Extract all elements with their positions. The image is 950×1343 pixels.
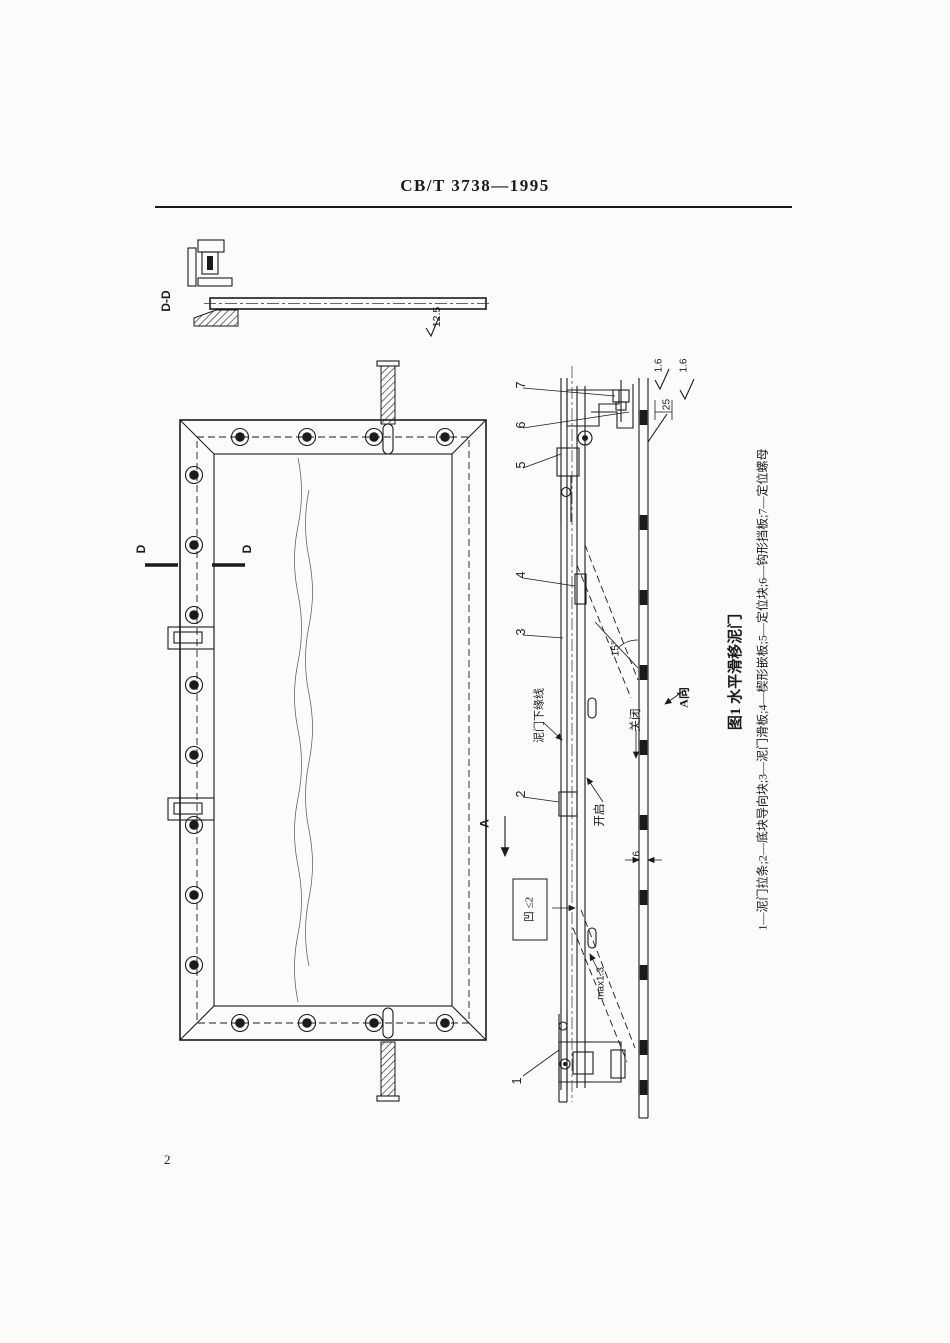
annotation-leaders <box>542 689 686 977</box>
view-a-direction-label: A向 <box>676 687 690 708</box>
callout-2: 2 <box>513 790 528 798</box>
hull-plate <box>638 378 668 1119</box>
surface-finish-mark-icon <box>425 316 440 338</box>
section-d-label-left: D <box>134 544 148 554</box>
section-d-label-right: D <box>240 544 254 554</box>
section-dd-detail-drawing <box>187 239 490 338</box>
callout-1: 1 <box>509 1077 524 1085</box>
callout-5: 5 <box>513 461 528 469</box>
callout-4: 4 <box>513 571 528 579</box>
roughness-check-icon-a <box>654 368 670 391</box>
closed-direction-label: 关闭 <box>630 708 643 732</box>
roughness-1-6-b: 1.6 <box>678 358 689 373</box>
angle-15-mark <box>594 621 639 669</box>
surface-roughness-12-5: 12.5 <box>430 306 443 328</box>
flatness-tolerance-box: 凹 ≤2 <box>512 878 548 941</box>
figure-title: 图1 水平滑移泥门 <box>727 613 744 731</box>
dimension-16-text: 16 <box>631 850 642 863</box>
dimension-25-text: 25 <box>661 398 672 411</box>
figure-legend: 1—泥门拉条;2—底块导向块;3—泥门滑板;4—楔形嵌板;5—定位块;6—钩形挡… <box>755 448 769 931</box>
bottom-bracket-assembly <box>558 1014 626 1103</box>
top-bracket-assembly <box>556 380 634 522</box>
document-header: CB/T 3738—1995 <box>400 176 550 195</box>
dimension-25 <box>654 400 673 420</box>
view-a-arrow-label: A <box>477 819 491 828</box>
door-frame <box>179 419 487 1041</box>
wedge-section-hatched <box>193 309 239 327</box>
header-rule <box>155 206 792 208</box>
frame-bolts <box>184 427 455 1033</box>
angle-15-text: 15° <box>609 640 622 657</box>
callout-leader-lines <box>522 387 630 1077</box>
roughness-1-6-a: 1.6 <box>653 358 664 373</box>
guide-tab-lower <box>167 797 215 821</box>
section-dd-label: D-D <box>159 290 173 312</box>
roughness-check-icon-b <box>679 378 695 401</box>
clamp-bracket-section <box>187 239 233 287</box>
callout-3: 3 <box>513 628 528 636</box>
open-direction-label: 开启 <box>594 803 607 827</box>
bottom-threaded-rod <box>376 1007 400 1102</box>
callout-6: 6 <box>513 421 528 429</box>
plan-view-drawing <box>145 360 487 1102</box>
lower-edge-line-label: 泥门下缘线 <box>533 688 546 743</box>
view-a-arrow <box>500 816 510 858</box>
page-number: 2 <box>164 1152 171 1167</box>
door-plate-section <box>204 297 490 310</box>
callout-7: 7 <box>513 381 528 389</box>
side-view-drawing <box>522 366 695 1119</box>
guide-tab-upper <box>167 626 215 650</box>
max-gap-note: max1.3 <box>595 967 606 1000</box>
top-threaded-rod <box>376 360 400 455</box>
